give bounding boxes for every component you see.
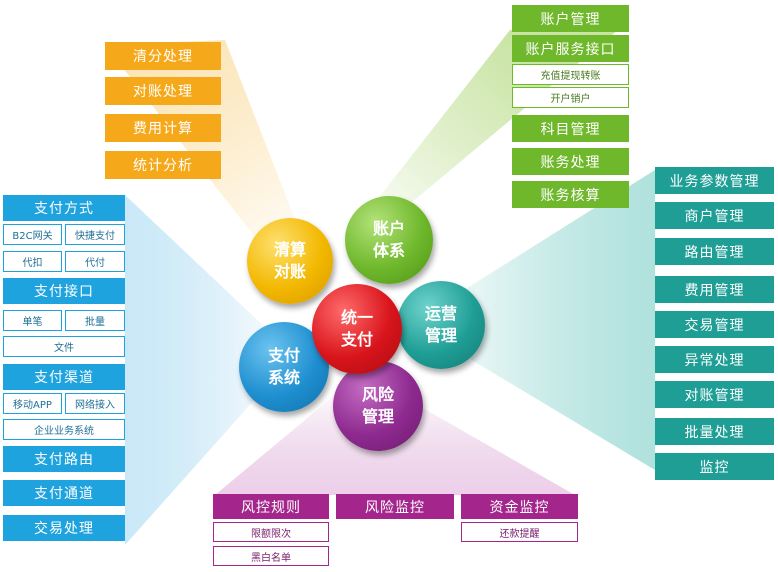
payment-interface-sub[interactable]: 文件 xyxy=(3,336,125,357)
settlement-item[interactable]: 清分处理 xyxy=(105,42,221,70)
payment-channel-sub[interactable]: 移动APP xyxy=(3,393,62,414)
payment-methods[interactable]: 支付方式 xyxy=(3,195,125,221)
fund-sub[interactable]: 还款提醒 xyxy=(461,522,578,542)
operation-item[interactable]: 商户管理 xyxy=(655,202,774,229)
payment-interface-sub[interactable]: 单笔 xyxy=(3,310,62,331)
account-item[interactable]: 账务处理 xyxy=(512,148,629,175)
settlement-item[interactable]: 对账处理 xyxy=(105,77,221,105)
payment-channel-sub[interactable]: 网络接入 xyxy=(65,393,125,414)
payment-channels[interactable]: 支付渠道 xyxy=(3,364,125,390)
payment-interfaces[interactable]: 支付接口 xyxy=(3,278,125,304)
account-service-api[interactable]: 账户服务接口 xyxy=(512,35,629,62)
account-api-sub[interactable]: 开户销户 xyxy=(512,87,629,108)
operation-item[interactable]: 异常处理 xyxy=(655,346,774,373)
operation-item[interactable]: 批量处理 xyxy=(655,418,774,445)
risk-monitoring[interactable]: 风险监控 xyxy=(336,494,454,519)
payment-method-sub[interactable]: 代付 xyxy=(65,251,125,272)
payment-circle[interactable]: 支付 系统 xyxy=(239,322,329,412)
payment-method-sub[interactable]: 快捷支付 xyxy=(65,224,125,245)
settlement-circle[interactable]: 清算 对账 xyxy=(247,218,333,304)
operation-item[interactable]: 业务参数管理 xyxy=(655,167,774,194)
payment-method-sub[interactable]: 代扣 xyxy=(3,251,62,272)
payment-channel-sub[interactable]: 企业业务系统 xyxy=(3,419,125,440)
risk-circle[interactable]: 风险 管理 xyxy=(333,361,423,451)
account-item[interactable]: 科目管理 xyxy=(512,115,629,142)
payment-method-sub[interactable]: B2C网关 xyxy=(3,224,62,245)
settlement-item[interactable]: 费用计算 xyxy=(105,114,221,142)
account-management[interactable]: 账户管理 xyxy=(512,5,629,32)
operation-circle[interactable]: 运营 管理 xyxy=(397,281,485,369)
account-api-sub[interactable]: 充值提现转账 xyxy=(512,64,629,85)
fund-monitoring[interactable]: 资金监控 xyxy=(461,494,578,519)
settlement-item[interactable]: 统计分析 xyxy=(105,151,221,179)
operation-item[interactable]: 交易管理 xyxy=(655,311,774,338)
risk-rule-sub[interactable]: 限额限次 xyxy=(213,522,329,542)
payment-pathway[interactable]: 支付通道 xyxy=(3,480,125,506)
center-circle[interactable]: 统一 支付 xyxy=(312,284,402,374)
account-item[interactable]: 账务核算 xyxy=(512,181,629,208)
transaction-processing[interactable]: 交易处理 xyxy=(3,515,125,541)
payment-routing[interactable]: 支付路由 xyxy=(3,446,125,472)
operation-item[interactable]: 费用管理 xyxy=(655,276,774,303)
operation-item[interactable]: 路由管理 xyxy=(655,238,774,265)
risk-rule-sub[interactable]: 黑白名单 xyxy=(213,546,329,566)
account-circle[interactable]: 账户 体系 xyxy=(345,196,433,284)
operation-item[interactable]: 对账管理 xyxy=(655,381,774,408)
payment-interface-sub[interactable]: 批量 xyxy=(65,310,125,331)
risk-rules[interactable]: 风控规则 xyxy=(213,494,329,519)
operation-item[interactable]: 监控 xyxy=(655,453,774,480)
